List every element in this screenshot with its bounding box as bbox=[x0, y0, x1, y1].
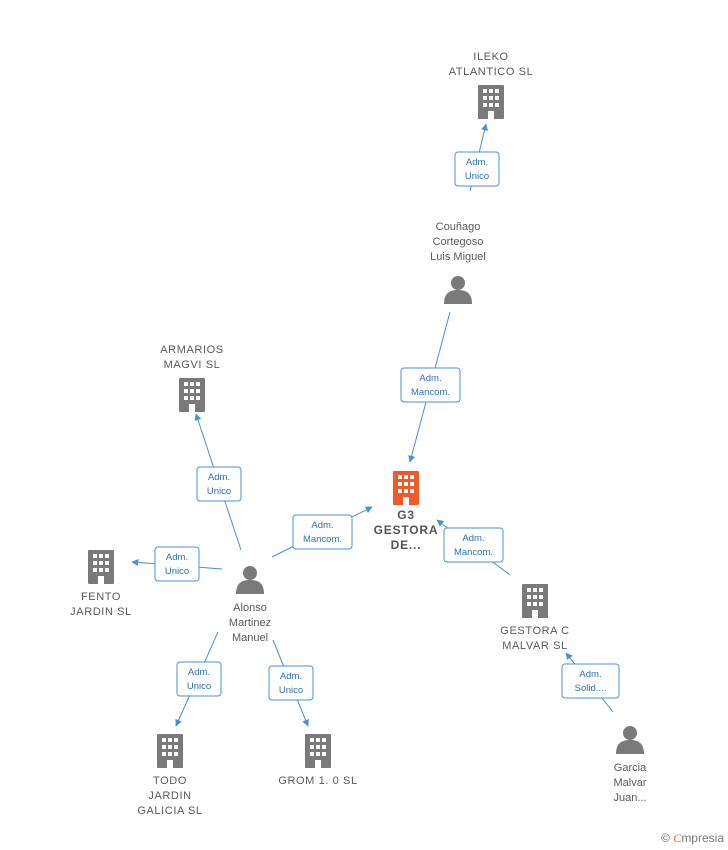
edge-label-line: Unico bbox=[207, 486, 231, 497]
node-label-line: JARDIN SL bbox=[70, 606, 132, 618]
node-label-line: JARDIN bbox=[148, 790, 191, 802]
node-label-line: Manuel bbox=[232, 632, 268, 644]
node-label-line: MAGVI SL bbox=[164, 359, 221, 371]
edge-label-line: Adm. bbox=[208, 472, 230, 483]
edge-label-line: Adm. bbox=[188, 667, 210, 678]
edges-layer: Adm.UnicoAdm.Mancom.Adm.UnicoAdm.Mancom.… bbox=[131, 123, 620, 727]
person-icon[interactable] bbox=[444, 276, 472, 304]
edge-alonso-to-grom: Adm. Unico bbox=[268, 639, 314, 727]
building-icon[interactable] bbox=[157, 734, 183, 768]
edge-label-box[interactable] bbox=[443, 527, 504, 563]
node-label-line: GESTORA C bbox=[500, 625, 569, 637]
edge-label-line: Unico bbox=[165, 566, 189, 577]
edge-alonso-to-armarios: Adm. Unico bbox=[194, 413, 242, 551]
edge-label-line: Adm. bbox=[280, 671, 302, 682]
node-label-line: FENTO bbox=[81, 591, 121, 603]
edge-label-box[interactable] bbox=[268, 665, 314, 701]
node-label-line: ILEKO bbox=[473, 51, 508, 63]
building-icon[interactable] bbox=[179, 378, 205, 412]
edge-counago-to-ileko: Adm. Unico bbox=[454, 123, 500, 192]
person-icon[interactable] bbox=[616, 726, 644, 754]
node-armarios[interactable]: ARMARIOS MAGVI SL bbox=[160, 344, 223, 412]
building-icon[interactable] bbox=[478, 85, 504, 119]
node-label-line: Alonso bbox=[233, 602, 267, 614]
person-icon[interactable] bbox=[236, 566, 264, 594]
node-grom[interactable]: GROM 1. 0 SL bbox=[278, 734, 357, 787]
node-label-line: GESTORA bbox=[374, 523, 439, 537]
edge-alonso-to-todo: Adm. Unico bbox=[175, 631, 222, 727]
node-label-line: Couñago bbox=[436, 221, 481, 233]
edge-label-box[interactable] bbox=[400, 367, 461, 403]
edge-label-line: Mancom. bbox=[454, 547, 493, 558]
edge-label-box[interactable] bbox=[561, 663, 620, 699]
edge-label-line: Unico bbox=[279, 685, 303, 696]
edge-label-line: Solid.... bbox=[575, 683, 607, 694]
edge-label-line: Adm. bbox=[311, 520, 333, 531]
copyright-symbol: © bbox=[661, 831, 670, 845]
footer-brand: © Cmpresia bbox=[661, 831, 724, 846]
edge-label-line: Unico bbox=[187, 681, 211, 692]
edge-label-line: Unico bbox=[465, 171, 489, 182]
building-icon[interactable] bbox=[88, 550, 114, 584]
brand-name: mpresia bbox=[681, 831, 724, 845]
edge-label-line: Adm. bbox=[166, 552, 188, 563]
edge-label-line: Mancom. bbox=[303, 534, 342, 545]
node-label-line: ARMARIOS bbox=[160, 344, 223, 356]
node-label-line: TODO bbox=[153, 775, 187, 787]
edge-label-box[interactable] bbox=[154, 546, 200, 582]
edge-label-box[interactable] bbox=[292, 514, 353, 550]
edge-label-box[interactable] bbox=[196, 466, 242, 502]
node-label-line: Juan... bbox=[613, 792, 646, 804]
brand-first-letter: C bbox=[673, 831, 682, 845]
node-label-line: GALICIA SL bbox=[137, 805, 202, 817]
edge-label-line: Adm. bbox=[466, 157, 488, 168]
edge-alonso-to-g3: Adm. Mancom. bbox=[271, 506, 373, 558]
node-label-line: Garcia bbox=[614, 762, 647, 774]
node-label-line: MALVAR SL bbox=[502, 640, 568, 652]
node-label-line: Malvar bbox=[613, 777, 646, 789]
node-fento[interactable]: FENTO JARDIN SL bbox=[70, 550, 132, 618]
edge-label-line: Mancom. bbox=[411, 387, 450, 398]
node-label-line: GROM 1. 0 SL bbox=[278, 775, 357, 787]
node-label-line: DE... bbox=[391, 538, 422, 552]
building-icon[interactable] bbox=[393, 471, 419, 505]
node-label-line: Cortegoso bbox=[433, 236, 484, 248]
edge-label-box[interactable] bbox=[176, 661, 222, 697]
node-label-line: ATLANTICO SL bbox=[449, 66, 534, 78]
edge-gestora_c-to-g3: Adm. Mancom. bbox=[436, 519, 511, 576]
edge-label-line: Adm. bbox=[419, 373, 441, 384]
edge-alonso-to-fento: Adm. Unico bbox=[131, 546, 223, 582]
edge-label-line: Adm. bbox=[579, 669, 601, 680]
node-label-line: Martinez bbox=[229, 617, 271, 629]
edge-label-box[interactable] bbox=[454, 151, 500, 187]
node-todo[interactable]: TODO JARDIN GALICIA SL bbox=[137, 734, 202, 817]
node-gestora_c[interactable]: GESTORA C MALVAR SL bbox=[500, 584, 569, 652]
edge-label-line: Adm. bbox=[462, 533, 484, 544]
node-g3[interactable]: G3GESTORADE... bbox=[374, 471, 439, 552]
building-icon[interactable] bbox=[522, 584, 548, 618]
node-label-line: Luis Miguel bbox=[430, 251, 486, 263]
edge-garcia-to-gestora_c: Adm. Solid.... bbox=[561, 652, 620, 713]
node-ileko[interactable]: ILEKO ATLANTICO SL bbox=[449, 51, 534, 119]
node-garcia[interactable]: GarciaMalvarJuan... bbox=[613, 726, 647, 804]
edge-counago-to-g3: Adm. Mancom. bbox=[400, 311, 461, 463]
node-label-line: G3 bbox=[397, 508, 415, 522]
building-icon[interactable] bbox=[305, 734, 331, 768]
